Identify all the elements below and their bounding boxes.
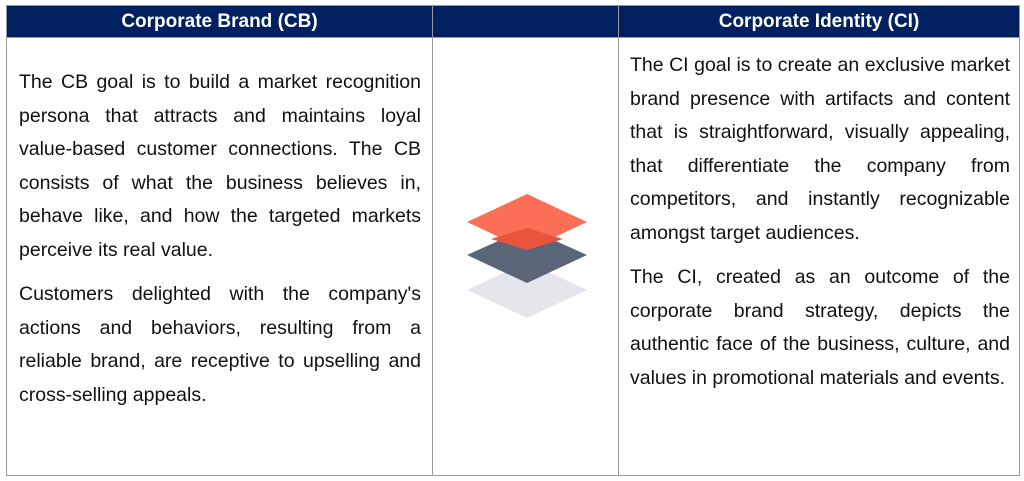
bottom-layer bbox=[467, 262, 587, 318]
comparison-table: Corporate Brand (CB) Corporate Identity … bbox=[6, 5, 1020, 476]
table-header-row: Corporate Brand (CB) Corporate Identity … bbox=[7, 6, 1019, 38]
cb-paragraph-1: The CB goal is to build a market recogni… bbox=[19, 71, 421, 261]
column-divider-right bbox=[618, 6, 619, 475]
header-corporate-identity: Corporate Identity (CI) bbox=[718, 11, 920, 32]
top-layer bbox=[467, 194, 587, 250]
cb-paragraph-2: Customers delighted with the company's a… bbox=[19, 283, 421, 406]
stacked-layers-icon bbox=[465, 192, 589, 322]
ci-paragraph-1: The CI goal is to create an exclusive ma… bbox=[630, 54, 1010, 244]
corporate-identity-cell: The CI goal is to create an exclusive ma… bbox=[630, 49, 1010, 406]
header-corporate-brand: Corporate Brand (CB) bbox=[121, 11, 318, 32]
column-divider-left bbox=[432, 6, 433, 475]
corporate-brand-cell: The CB goal is to build a market recogni… bbox=[19, 66, 421, 423]
top-layer-overlap bbox=[491, 228, 563, 250]
middle-layer bbox=[467, 228, 587, 283]
ci-paragraph-2: The CI, created as an outcome of the cor… bbox=[630, 266, 1010, 389]
